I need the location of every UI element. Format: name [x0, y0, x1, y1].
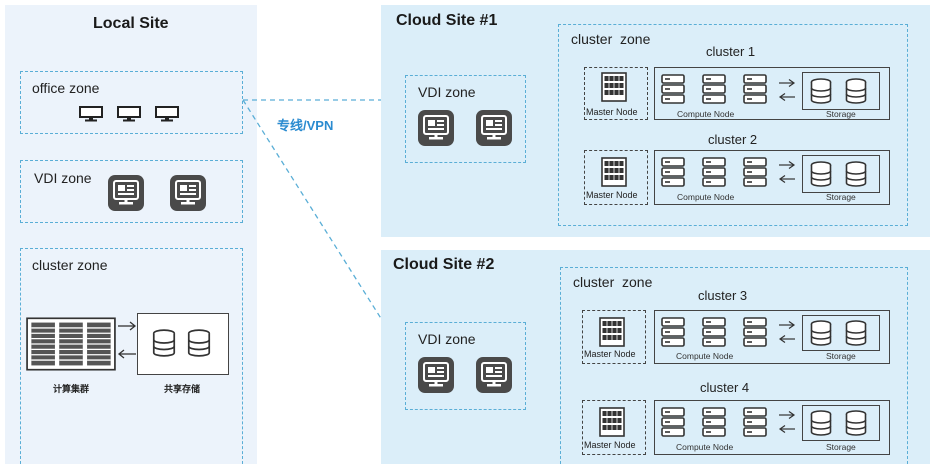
sync-arrows-icon [778, 79, 796, 101]
server-icon [661, 157, 685, 187]
server-icon [702, 317, 726, 347]
local-cluster-zone-label: cluster zone [32, 257, 108, 273]
cloud1-cluster-zone-label: cluster zone [571, 31, 651, 47]
shared-storage-label: 共享存储 [164, 384, 201, 394]
vdi-desktop-icon [476, 110, 512, 146]
cloud-site-1-panel [381, 5, 930, 237]
database-icon [810, 410, 832, 436]
sync-arrows-icon [778, 321, 796, 343]
sync-arrows-icon [117, 321, 137, 359]
server-icon [743, 157, 767, 187]
storage-label: Storage [826, 192, 856, 202]
cloud2-vdi-zone-label: VDI zone [418, 331, 476, 347]
vdi-desktop-icon [418, 110, 454, 146]
cluster-1-title: cluster 1 [706, 44, 756, 59]
server-icon [661, 74, 685, 104]
storage-box [802, 315, 880, 351]
storage-box [802, 405, 880, 441]
office-zone-label: office zone [32, 80, 100, 96]
compute-node-box [654, 67, 890, 120]
compute-node-box [654, 400, 890, 455]
compute-node-label: Compute Node [676, 351, 734, 361]
local-vdi-zone [20, 160, 243, 223]
cluster-4-title: cluster 4 [700, 380, 750, 395]
cloud2-vdi-zone [405, 322, 526, 410]
compute-node-box [654, 150, 890, 205]
server-icon [743, 317, 767, 347]
office-zone [20, 71, 243, 134]
storage-label: Storage [826, 351, 856, 361]
storage-label: Storage [826, 442, 856, 452]
database-icon [810, 78, 832, 104]
master-node-box [582, 310, 646, 364]
local-site-panel [5, 5, 257, 464]
cloud-site-2-title: Cloud Site #2 [393, 256, 495, 273]
storage-box [802, 155, 880, 193]
master-node-icon [599, 407, 625, 437]
master-node-icon [601, 72, 627, 102]
master-node-icon [601, 157, 627, 187]
database-icon [845, 320, 867, 346]
sync-arrows-icon [778, 161, 796, 183]
master-node-box [582, 400, 646, 455]
master-node-box [584, 150, 648, 205]
server-icon [743, 74, 767, 104]
compute-node-label: Compute Node [677, 192, 735, 202]
database-icon [810, 161, 832, 187]
shared-storage-box [137, 313, 229, 375]
master-node-box [584, 67, 648, 120]
storage-box [802, 72, 880, 110]
master-node-label: Master Node [586, 107, 638, 117]
master-node-label: Master Node [584, 349, 636, 359]
local-site-title: Local Site [93, 15, 169, 32]
vpn-link-label: 专线/VPN [277, 118, 334, 133]
cluster-2-title: cluster 2 [708, 132, 758, 147]
master-node-icon [599, 317, 625, 347]
server-icon [743, 407, 767, 437]
cloud2-cluster-zone [560, 267, 908, 464]
cloud-site-2-panel [381, 250, 930, 464]
cluster-3-title: cluster 3 [698, 288, 748, 303]
local-cluster-zone [20, 248, 243, 464]
database-icon [845, 78, 867, 104]
compute-node-label: Compute Node [677, 109, 735, 119]
cloud1-cluster-zone [558, 24, 908, 226]
master-node-label: Master Node [584, 440, 636, 450]
cloud1-vdi-zone [405, 75, 526, 163]
cloud1-vdi-zone-label: VDI zone [418, 84, 476, 100]
database-icon [810, 320, 832, 346]
server-icon [661, 407, 685, 437]
local-vdi-zone-label: VDI zone [34, 170, 92, 186]
server-icon [661, 317, 685, 347]
compute-node-label: Compute Node [676, 442, 734, 452]
sync-arrows-icon [778, 411, 796, 433]
database-icon [845, 161, 867, 187]
storage-label: Storage [826, 109, 856, 119]
master-node-label: Master Node [586, 190, 638, 200]
server-icon [702, 157, 726, 187]
vdi-desktop-icon [418, 357, 454, 393]
server-icon [702, 407, 726, 437]
cloud2-cluster-zone-label: cluster zone [573, 274, 653, 290]
vdi-desktop-icon [476, 357, 512, 393]
server-icon [702, 74, 726, 104]
cloud-site-1-title: Cloud Site #1 [396, 12, 498, 29]
database-icon [845, 410, 867, 436]
compute-cluster-label: 计算集群 [53, 384, 90, 394]
compute-node-box [654, 310, 890, 364]
